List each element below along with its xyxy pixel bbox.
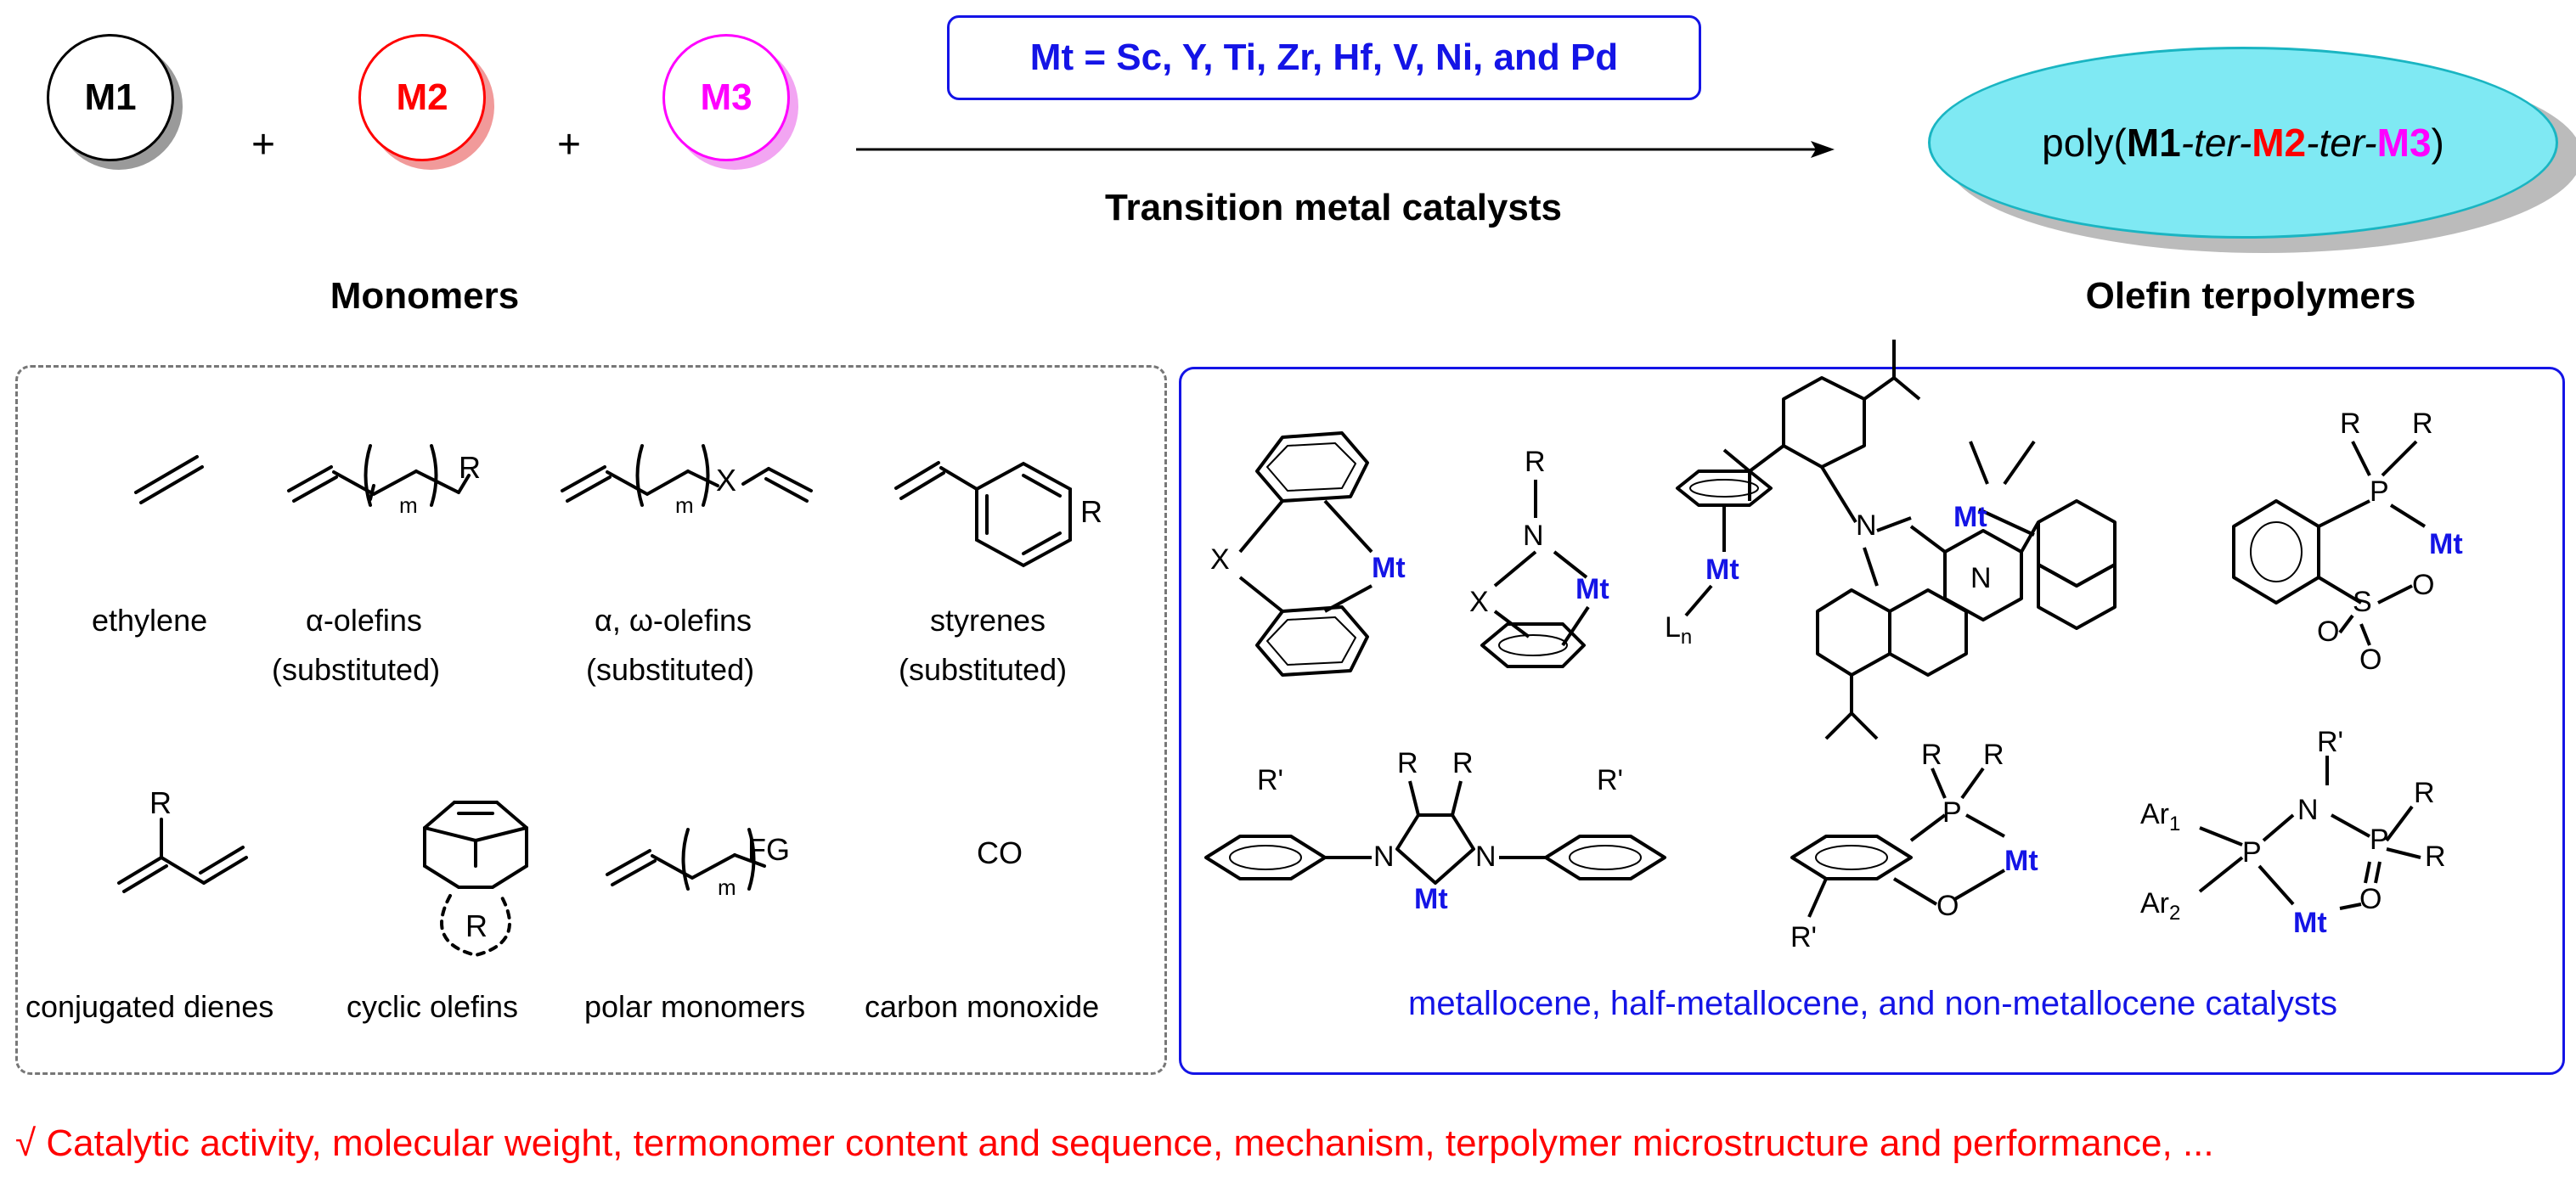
monomers-label: Monomers (330, 275, 520, 317)
cyclic-r: R (465, 908, 488, 943)
diene-structure (117, 818, 248, 893)
metals-box: Mt = Sc, Y, Ti, Zr, Hf, V, Ni, and Pd (947, 15, 1701, 100)
product-ellipse: poly(M1-ter-M2-ter-M3) (1928, 47, 2558, 239)
polar-label: polar monomers (584, 989, 806, 1024)
aw-olefins-label: α, ω-olefins (595, 603, 752, 638)
monomers-panel (15, 365, 1167, 1075)
aw-x: X (716, 463, 737, 498)
alpha-olefins-sub: (substituted) (272, 652, 441, 687)
pyridylamido-structure (1722, 340, 2117, 740)
co-label: carbon monoxide (865, 989, 1100, 1024)
alpha-olefin-structure (287, 444, 471, 507)
cyclic-olefin-structure (423, 801, 528, 958)
catalyst-structures (1204, 340, 2427, 918)
monomer-m1-label: M1 (84, 76, 137, 118)
styrenes-label: styrenes (930, 603, 1046, 638)
constrained-geometry-structure (1480, 480, 1590, 668)
polar-monomer-structure (606, 828, 766, 891)
catalyst-panel (1179, 367, 2565, 1075)
aw-olefins-sub: (substituted) (586, 652, 755, 687)
half-sandwich-structure (1676, 470, 1773, 617)
alpha-r: R (459, 450, 481, 485)
alpha-omega-olefin-structure (561, 444, 813, 507)
monomer-m3-circle: M3 (662, 34, 790, 161)
ansa-metallocene-structure (1238, 431, 1373, 677)
monomer-m1-circle: M1 (47, 34, 174, 161)
product-formula: poly(M1-ter-M2-ter-M3) (2042, 121, 2444, 165)
cyclic-label: cyclic olefins (347, 989, 519, 1024)
catalyst-caption: metallocene, half-metallocene, and non-m… (1408, 985, 2337, 1022)
styrenes-sub: (substituted) (899, 652, 1068, 687)
polar-m: m (718, 875, 736, 900)
alpha-m: m (399, 492, 418, 518)
monomer-m3-label: M3 (700, 76, 753, 118)
plus-sign-1: + (251, 122, 276, 167)
phosphine-sulfonate-structure (2232, 440, 2427, 646)
catalysts-label: Transition metal catalysts (1105, 187, 1562, 228)
dienes-label: conjugated dienes (25, 989, 274, 1024)
alpha-olefins-label: α-olefins (306, 603, 422, 638)
product-label: Olefin terpolymers (2085, 275, 2416, 317)
monomer-m2-circle: M2 (358, 34, 486, 161)
phosphine-phenolate-structure (1790, 767, 2006, 918)
pnpo-structure (2198, 756, 2421, 910)
monomer-m2-label: M2 (396, 76, 448, 118)
monomer-structures (117, 444, 1072, 958)
styrene-structure (894, 461, 1072, 568)
ethylene-structure (134, 455, 204, 504)
metals-list: Mt = Sc, Y, Ti, Zr, Hf, V, Ni, and Pd (1029, 37, 1619, 78)
footer-note: √ Catalytic activity, molecular weight, … (15, 1122, 2214, 1164)
polar-fg: FG (747, 832, 790, 867)
aw-m: m (675, 492, 694, 518)
diene-r: R (149, 785, 172, 820)
reaction-arrow (856, 141, 1835, 158)
co-formula: CO (977, 835, 1023, 870)
styrene-r: R (1080, 494, 1102, 529)
ethylene-label: ethylene (92, 603, 208, 638)
triazole-structure (1204, 780, 1666, 885)
plus-sign-2: + (556, 122, 582, 167)
